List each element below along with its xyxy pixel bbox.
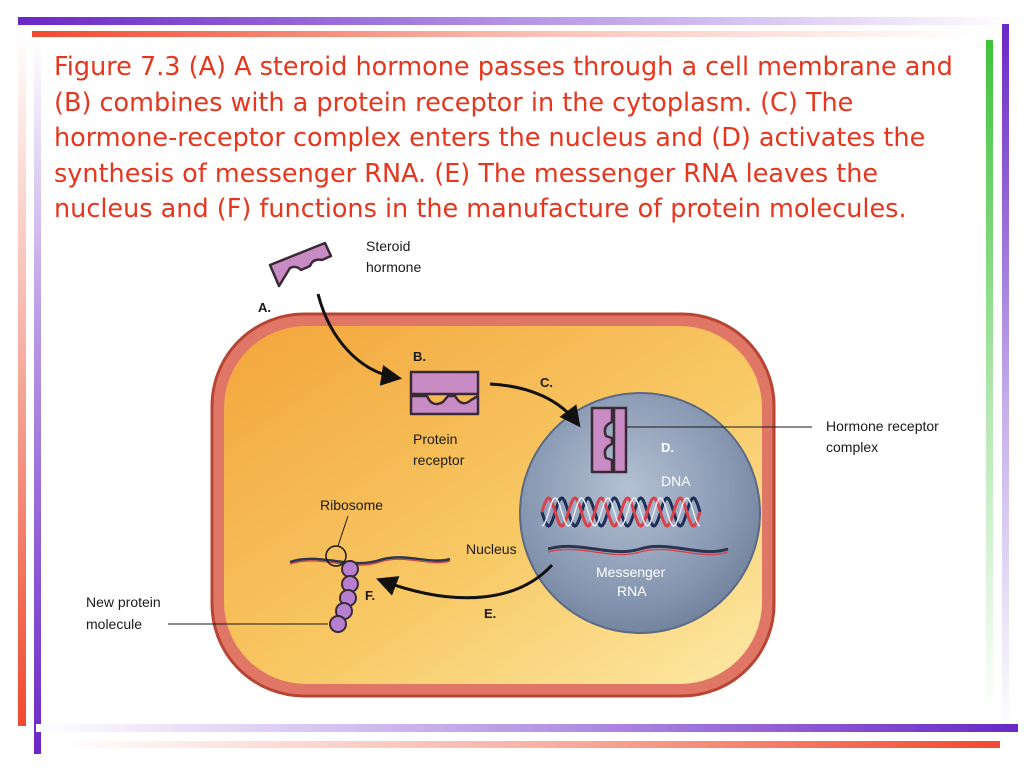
ribosome [325,545,347,567]
label-nucleus: Nucleus [466,541,517,557]
right-bar-green [986,40,993,720]
protein-bead [329,615,347,633]
label-ribosome: Ribosome [320,497,383,513]
dna-helix [540,496,702,528]
figure-caption: Figure 7.3 (A) A steroid hormone passes … [54,52,953,224]
top-gradient-bar-purple [18,17,1018,25]
bottom-bar-purple [36,724,1018,732]
arrow-e [376,563,554,600]
left-bar-red [18,30,26,726]
label-mrna-line1: Messenger [596,564,666,580]
protein-bead [341,560,359,578]
label-step-e: E. [484,606,496,621]
arrow-a [316,293,403,386]
arrow-c [489,382,581,428]
nucleus [519,392,761,634]
bottom-bar-red [60,741,1000,748]
label-step-a: A. [258,300,271,315]
mrna-strand-nucleus [547,544,729,554]
left-bar-purple [34,40,41,754]
label-protein-line1: Protein [413,431,457,447]
label-step-f: F. [365,588,375,603]
label-step-d: D. [661,440,674,455]
label-newprotein-line2: molecule [86,616,142,632]
label-dna: DNA [661,473,691,489]
protein-receptor-shape [409,370,480,416]
label-mrna-line2: RNA [617,583,647,599]
label-hrc-line1: Hormone receptor [826,418,939,434]
label-step-b: B. [413,349,426,364]
mrna-strand-cytoplasm [289,556,451,565]
label-newprotein-line1: New protein [86,594,161,610]
top-gradient-bar-red [32,31,972,37]
label-steroid-line2: hormone [366,259,421,275]
label-hrc-line2: complex [826,439,878,455]
hormone-receptor-complex-shape [590,406,628,474]
label-step-c: C. [540,375,553,390]
new-protein-chain [329,560,359,633]
label-protein-line2: receptor [413,452,465,468]
right-bar-purple [1002,24,1009,734]
label-steroid-line1: Steroid [366,238,410,254]
steroid-hormone-shape [268,241,333,288]
